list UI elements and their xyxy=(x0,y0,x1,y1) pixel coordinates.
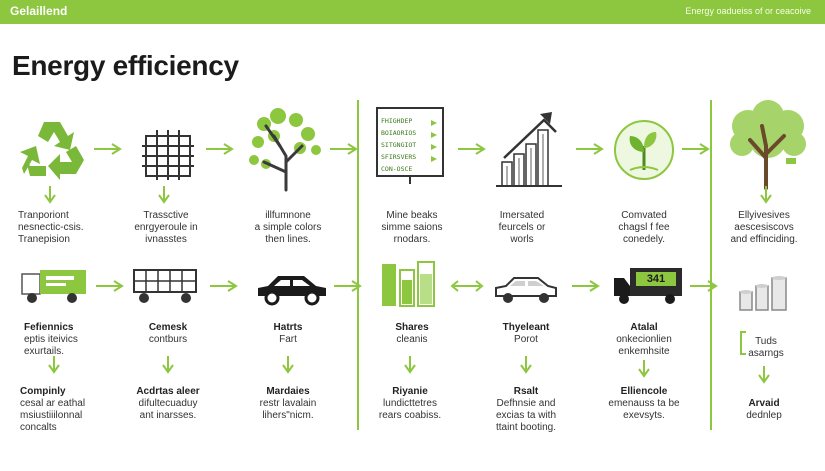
page-title: Energy efficiency xyxy=(12,50,239,81)
header-tagline: Energy oadueiss of or ceacoive xyxy=(685,6,811,16)
delivery-truck-icon: 341 xyxy=(612,264,686,306)
board-line: SFIRSVERS xyxy=(381,153,417,161)
arrow-down-icon xyxy=(404,356,416,374)
board-line: SITGNGIOT xyxy=(381,141,417,149)
brand-name: Gelaillend xyxy=(10,4,68,18)
arrow-right-icon xyxy=(96,280,124,292)
bracket-icon xyxy=(740,331,746,355)
bar-chart-icon xyxy=(496,112,562,187)
car-icon xyxy=(495,277,557,303)
arrow-down-icon xyxy=(758,366,770,384)
arrow-down-icon xyxy=(638,360,650,378)
arrow-down-icon xyxy=(760,186,772,204)
arrow-right-icon xyxy=(210,280,238,292)
arrow-right-icon xyxy=(94,143,122,155)
column-divider xyxy=(710,100,712,430)
recycle-icon xyxy=(20,122,84,180)
arrow-right-icon xyxy=(576,143,604,155)
column-divider xyxy=(357,100,359,430)
header-bar: Gelaillend Energy oadueiss of or ceacoiv… xyxy=(0,0,825,24)
arrow-right-icon xyxy=(334,280,362,292)
arrow-right-icon xyxy=(330,143,358,155)
arrow-down-icon xyxy=(520,356,532,374)
seedling-globe-icon xyxy=(614,120,674,180)
big-tree-icon xyxy=(730,100,806,190)
tree-icon xyxy=(249,108,321,192)
arrow-down-icon xyxy=(44,186,56,204)
arrow-down-icon xyxy=(282,356,294,374)
double-arrow-icon xyxy=(450,280,484,292)
trailer-icon xyxy=(133,269,197,303)
arrow-right-icon xyxy=(690,280,718,292)
arrow-right-icon xyxy=(572,280,600,292)
board-line: FHIGHDEP xyxy=(381,117,413,125)
arrow-down-icon xyxy=(48,356,60,374)
arrow-right-icon xyxy=(682,143,710,155)
board-line: CON-OSCE xyxy=(381,165,413,173)
grid-icon xyxy=(142,130,194,180)
battery-bars-icon xyxy=(382,261,435,307)
car-icon xyxy=(258,276,326,306)
cylinders-icon xyxy=(739,276,787,311)
truck-badge: 341 xyxy=(646,273,666,285)
arrow-right-icon xyxy=(458,143,486,155)
truck-icon xyxy=(21,270,86,303)
checklist-board-icon: FHIGHDEP BOIAORIOS SITGNGIOT SFIRSVERS C… xyxy=(375,106,445,184)
arrow-down-icon xyxy=(158,186,170,204)
arrow-down-icon xyxy=(162,356,174,374)
arrow-right-icon xyxy=(206,143,234,155)
board-line: BOIAORIOS xyxy=(381,129,417,137)
